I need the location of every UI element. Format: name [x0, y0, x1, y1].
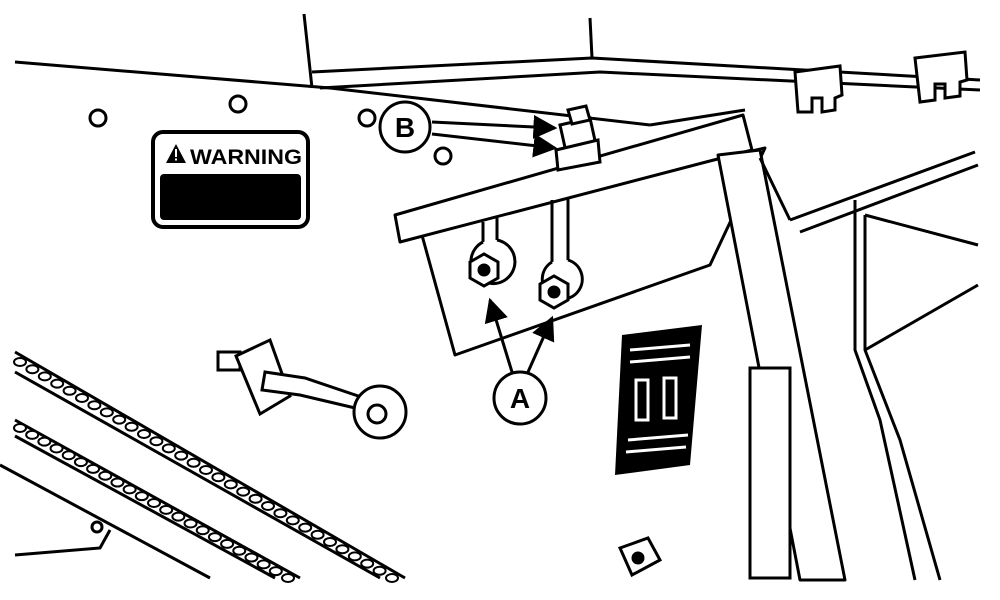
chain-link: [199, 465, 213, 475]
chain-link: [49, 443, 64, 454]
warning-decal: WARNING: [151, 130, 310, 229]
threaded-bolt: [216, 337, 408, 440]
chain-link: [385, 573, 399, 583]
small-knob: [617, 536, 663, 578]
chain-link: [13, 423, 27, 433]
chain-link: [75, 393, 89, 403]
chain-link: [273, 508, 288, 519]
chain-link: [86, 463, 101, 474]
chain-link: [87, 400, 102, 411]
chain-link: [183, 518, 198, 529]
grill-decal: [615, 325, 702, 475]
jam-nut-right: [538, 274, 570, 310]
chain-link: [61, 450, 76, 461]
chain-link: [161, 443, 176, 454]
chain-link: [149, 436, 164, 447]
chain-link: [112, 414, 127, 425]
chain-link: [62, 385, 77, 396]
chain-link: [50, 378, 65, 389]
chain-link: [124, 421, 139, 432]
chain-link: [248, 493, 263, 504]
chain-link: [122, 484, 137, 495]
sensor-fitting: [554, 104, 602, 172]
chain-link: [73, 457, 88, 468]
conveyor-chain: [0, 350, 406, 583]
housing-panel: [14, 13, 981, 127]
chain-link: [195, 525, 210, 536]
chain-link: [98, 470, 113, 481]
mounting-holes: [88, 94, 453, 166]
chain-link: [256, 559, 271, 570]
chain-link: [211, 472, 226, 483]
chain-link: [223, 479, 238, 490]
callout-a: A: [484, 297, 555, 426]
chain-link: [347, 551, 362, 562]
chain-link: [110, 477, 125, 488]
chute-structure: [748, 150, 979, 581]
chain-link: [37, 371, 52, 382]
chain-link: [372, 565, 387, 576]
jam-nut-left: [468, 252, 500, 288]
warning-triangle-icon: [166, 144, 186, 163]
chain-link: [186, 457, 201, 468]
callout-b: B: [378, 100, 558, 158]
warning-text: WARNING: [190, 146, 302, 169]
chain-link: [244, 552, 259, 563]
chain-link: [37, 436, 52, 447]
edge-clips: [793, 50, 969, 114]
jam-nuts: [468, 252, 570, 310]
chain-link: [268, 566, 283, 577]
chain-link: [207, 532, 222, 543]
chain-link: [281, 573, 295, 583]
callout-b-label: B: [395, 112, 415, 143]
chain-link: [220, 538, 235, 549]
chain-link: [236, 486, 251, 497]
callout-a-label: A: [510, 383, 530, 414]
chain-link: [335, 544, 350, 555]
chain-link: [25, 364, 40, 375]
chain-link: [360, 558, 375, 569]
chain-link: [99, 407, 114, 418]
chain-link: [171, 511, 186, 522]
chain-link: [159, 504, 174, 515]
chain-link: [285, 515, 300, 526]
chain-link: [134, 491, 149, 502]
chain-link: [323, 537, 337, 547]
chain-link: [147, 498, 161, 508]
chain-link: [232, 545, 247, 556]
chain-link: [174, 450, 189, 461]
chain-link: [13, 357, 27, 367]
chain-link: [261, 501, 275, 511]
chain-link: [137, 429, 151, 439]
chain-link: [25, 429, 40, 440]
chain-link: [298, 522, 313, 533]
chain-link: [310, 529, 325, 540]
